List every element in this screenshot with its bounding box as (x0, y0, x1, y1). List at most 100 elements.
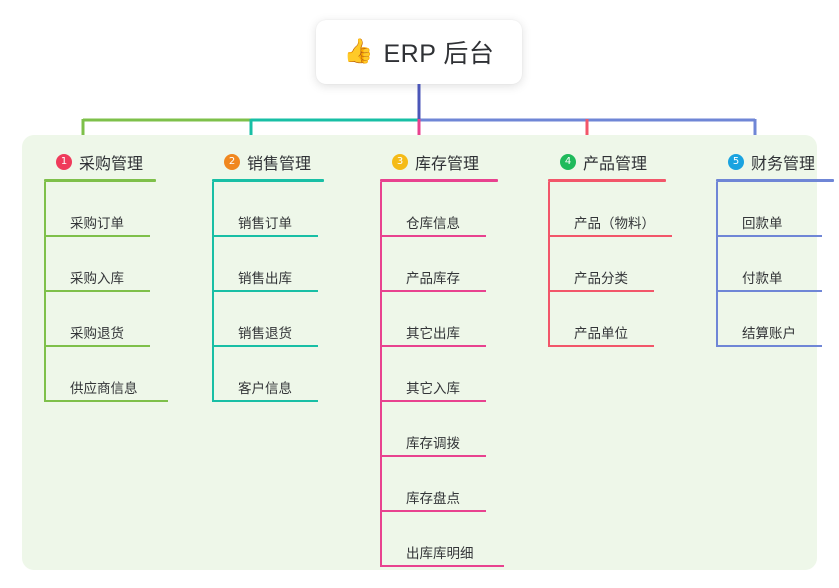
list-item[interactable]: 库存调拨 (380, 402, 534, 457)
list-item-label: 出库库明细 (406, 546, 474, 561)
column-spine (548, 182, 550, 347)
list-item[interactable]: 其它入库 (380, 347, 534, 402)
list-item-label: 产品（物料） (574, 216, 655, 231)
column-spine (716, 182, 718, 347)
list-item[interactable]: 销售出库 (212, 237, 366, 292)
column-header-3[interactable]: 3 库存管理 (374, 145, 534, 179)
column-header-5[interactable]: 5 财务管理 (710, 145, 839, 179)
list-item-label: 其它入库 (406, 381, 460, 396)
list-item-rule (550, 345, 654, 347)
list-item[interactable]: 采购退货 (44, 292, 198, 347)
list-item-rule (46, 290, 150, 292)
list-item[interactable]: 其它出库 (380, 292, 534, 347)
list-item-label: 产品库存 (406, 271, 460, 286)
column-2: 2 销售管理销售订单销售出库销售退货客户信息 (206, 145, 366, 402)
column-title: 产品管理 (583, 156, 648, 173)
list-item-rule (46, 345, 150, 347)
list-item-rule (550, 235, 672, 237)
column-index-badge: 2 (224, 154, 240, 170)
list-item[interactable]: 回款单 (716, 182, 839, 237)
list-item[interactable]: 销售订单 (212, 182, 366, 237)
list-item[interactable]: 客户信息 (212, 347, 366, 402)
list-item[interactable]: 仓库信息 (380, 182, 534, 237)
root-node-title: ERP 后台 (383, 40, 495, 68)
list-item-rule (382, 345, 486, 347)
column-items: 仓库信息产品库存其它出库其它入库库存调拨库存盘点出库库明细 (380, 182, 534, 567)
list-item[interactable]: 产品（物料） (548, 182, 702, 237)
list-item[interactable]: 付款单 (716, 237, 839, 292)
column-title: 采购管理 (79, 156, 144, 173)
list-item-label: 产品单位 (574, 326, 628, 341)
list-item-rule (718, 345, 822, 347)
list-item-label: 采购入库 (70, 271, 124, 286)
list-item[interactable]: 结算账户 (716, 292, 839, 347)
list-item[interactable]: 采购订单 (44, 182, 198, 237)
list-item-label: 库存调拨 (406, 436, 460, 451)
list-item-rule (46, 235, 150, 237)
list-item[interactable]: 库存盘点 (380, 457, 534, 512)
list-item-label: 客户信息 (238, 381, 292, 396)
list-item[interactable]: 供应商信息 (44, 347, 198, 402)
list-item-rule (382, 510, 486, 512)
column-header-rule (212, 179, 324, 182)
list-item-label: 销售退货 (238, 326, 292, 341)
list-item[interactable]: 产品分类 (548, 237, 702, 292)
column-title: 库存管理 (415, 156, 480, 173)
list-item-rule (382, 455, 486, 457)
list-item-label: 销售订单 (238, 216, 292, 231)
list-item-label: 结算账户 (742, 326, 796, 341)
column-items: 销售订单销售出库销售退货客户信息 (212, 182, 366, 402)
column-1: 1 采购管理采购订单采购入库采购退货供应商信息 (38, 145, 198, 402)
column-items: 回款单付款单结算账户 (716, 182, 839, 347)
list-item-rule (550, 290, 654, 292)
list-item-label: 采购订单 (70, 216, 124, 231)
list-item-label: 其它出库 (406, 326, 460, 341)
list-item-rule (214, 290, 318, 292)
list-item-rule (382, 400, 486, 402)
column-header-2[interactable]: 2 销售管理 (206, 145, 366, 179)
column-index-badge: 5 (728, 154, 744, 170)
thumbs-up-icon: 👍 (343, 38, 374, 65)
list-item-rule (214, 400, 318, 402)
root-node-card[interactable]: 👍 ERP 后台 (316, 20, 522, 84)
list-item-rule (214, 235, 318, 237)
column-header-1[interactable]: 1 采购管理 (38, 145, 198, 179)
diagram-board: 1 采购管理采购订单采购入库采购退货供应商信息 2 销售管理销售订单销售出库销售退货客… (22, 135, 834, 570)
column-title: 财务管理 (751, 156, 816, 173)
column-spine (44, 182, 46, 402)
list-item-rule (718, 235, 822, 237)
list-item-rule (46, 400, 168, 402)
column-header-rule (548, 179, 666, 182)
column-title: 销售管理 (247, 156, 312, 173)
column-header-rule (380, 179, 498, 182)
column-index-badge: 3 (392, 154, 408, 170)
column-header-4[interactable]: 4 产品管理 (542, 145, 702, 179)
list-item[interactable]: 销售退货 (212, 292, 366, 347)
list-item-label: 供应商信息 (70, 381, 138, 396)
list-item-rule (382, 235, 486, 237)
list-item[interactable]: 出库库明细 (380, 512, 534, 567)
column-spine (212, 182, 214, 402)
column-header-rule (44, 179, 156, 182)
column-index-badge: 1 (56, 154, 72, 170)
list-item-label: 仓库信息 (406, 216, 460, 231)
column-spine (380, 182, 382, 567)
list-item-label: 产品分类 (574, 271, 628, 286)
list-item-label: 销售出库 (238, 271, 292, 286)
column-index-badge: 4 (560, 154, 576, 170)
list-item-label: 采购退货 (70, 326, 124, 341)
list-item-label: 付款单 (742, 271, 783, 286)
list-item[interactable]: 采购入库 (44, 237, 198, 292)
column-5: 5 财务管理回款单付款单结算账户 (710, 145, 839, 347)
list-item[interactable]: 产品库存 (380, 237, 534, 292)
list-item[interactable]: 产品单位 (548, 292, 702, 347)
list-item-rule (718, 290, 822, 292)
column-items: 产品（物料） 产品分类产品单位 (548, 182, 702, 347)
column-items: 采购订单采购入库采购退货供应商信息 (44, 182, 198, 402)
list-item-rule (382, 565, 504, 567)
list-item-label: 回款单 (742, 216, 783, 231)
column-header-rule (716, 179, 834, 182)
list-item-label: 库存盘点 (406, 491, 460, 506)
column-4: 4 产品管理产品（物料） 产品分类产品单位 (542, 145, 702, 347)
column-3: 3 库存管理仓库信息产品库存其它出库其它入库库存调拨库存盘点出库库明细 (374, 145, 534, 567)
